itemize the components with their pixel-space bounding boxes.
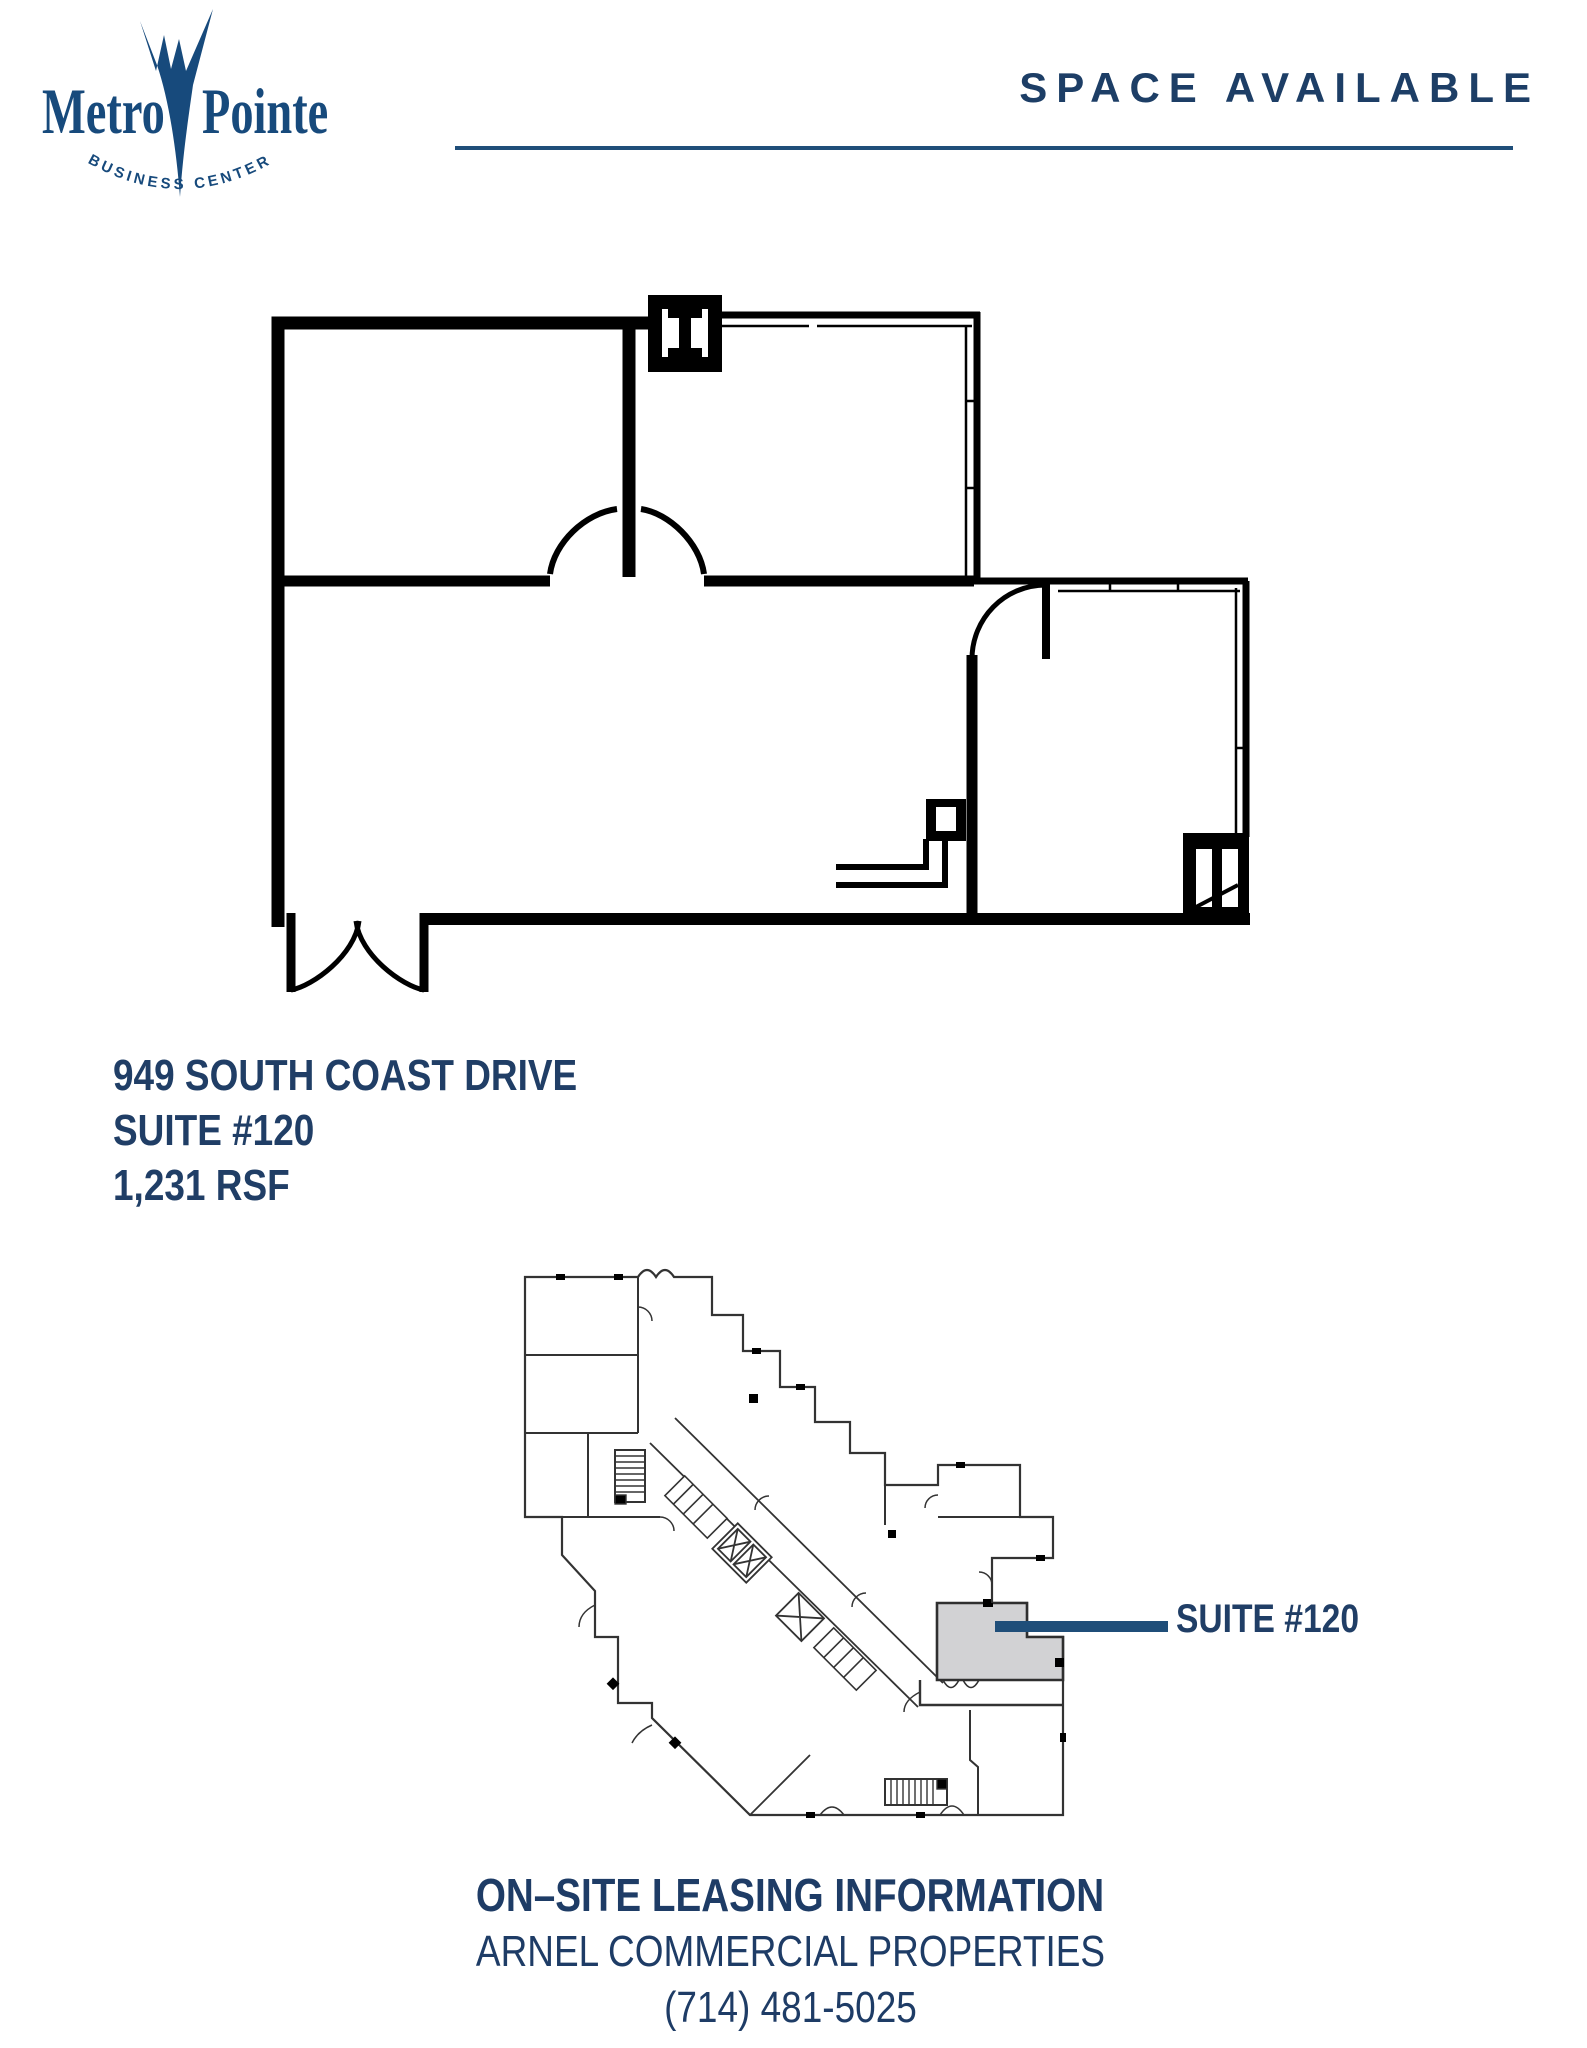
suite-callout-label: SUITE #120 <box>1176 1597 1360 1641</box>
wall <box>271 316 650 927</box>
counter-edge <box>836 839 929 870</box>
elevator-core <box>711 1522 773 1584</box>
stairwell <box>614 1449 646 1505</box>
restroom-core <box>812 1626 878 1692</box>
suite-number: SUITE #120 <box>113 1106 315 1155</box>
door-arc <box>640 506 707 575</box>
header-rule <box>455 146 1513 150</box>
building-outline <box>523 1268 1065 1817</box>
leasing-company: ARNEL COMMERCIAL PROPERTIES <box>475 1927 1105 1976</box>
door-frame-block <box>926 799 966 841</box>
spike-point-icon <box>140 9 213 197</box>
suite-size: 1,231 RSF <box>113 1161 290 1210</box>
building-key-plan <box>523 1268 1066 1818</box>
interior-wall <box>749 1754 811 1816</box>
entry-door-arc <box>290 920 362 993</box>
suite-info-block: 949 SOUTH COAST DRIVE SUITE #120 1,231 R… <box>113 1048 666 1213</box>
restroom-core <box>663 1474 729 1540</box>
metro-pointe-logo: Metro Pointe BUSINESS CENTER <box>42 9 328 197</box>
door-arc <box>969 582 1047 660</box>
leasing-footer: ON–SITE LEASING INFORMATION ARNEL COMMER… <box>250 1866 1330 2036</box>
stairwell <box>884 1778 948 1806</box>
page-title: SPACE AVAILABLE <box>1019 64 1540 111</box>
logo-word-metro: Metro <box>42 77 165 148</box>
corridor-wall <box>674 1417 944 1684</box>
counter-edge <box>836 839 948 888</box>
door-arc <box>547 506 618 575</box>
highlighted-suite-120 <box>935 1590 1065 1689</box>
suite-leader-line <box>995 1621 1168 1632</box>
door-frame-block <box>1183 833 1249 923</box>
interior-wall <box>969 1710 979 1815</box>
column-markers <box>556 1274 1066 1818</box>
interior-wall <box>918 1680 1063 1707</box>
leasing-phone: (714) 481-5025 <box>663 1983 917 2032</box>
elevator-core <box>774 1591 826 1643</box>
suite-address: 949 SOUTH COAST DRIVE <box>113 1051 578 1100</box>
entry-door-arc <box>353 920 425 993</box>
door-frame-block <box>648 295 722 372</box>
suite-floor-plan <box>271 295 1250 993</box>
leasing-heading: ON–SITE LEASING INFORMATION <box>475 1869 1105 1921</box>
door-arcs <box>578 1306 993 1816</box>
logo-word-pointe: Pointe <box>202 77 328 148</box>
